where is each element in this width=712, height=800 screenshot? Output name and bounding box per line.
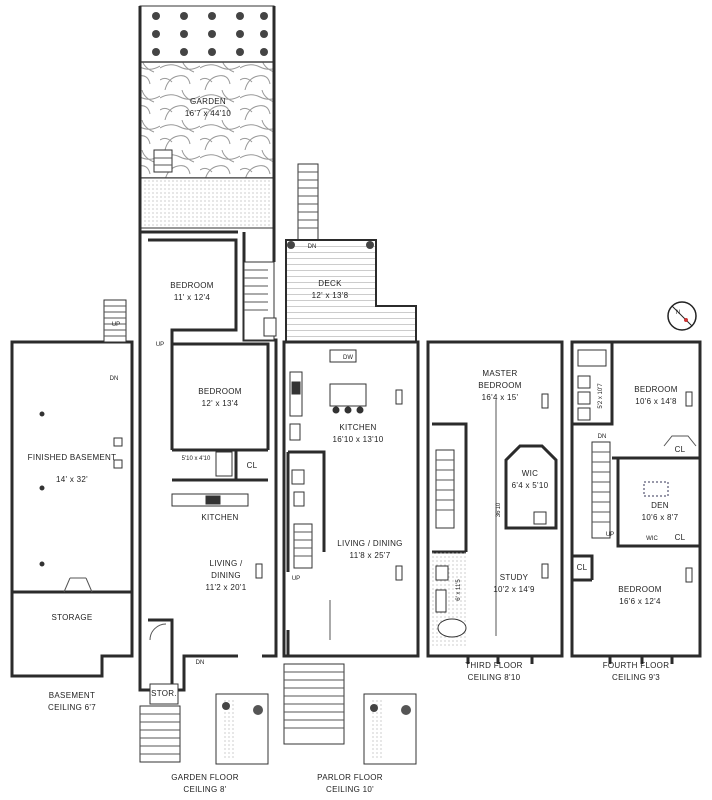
parlor-up-label: UP bbox=[292, 576, 300, 582]
master-name-2: BEDROOM bbox=[478, 381, 521, 390]
fourth-floor-tub bbox=[577, 349, 607, 367]
garden-bath-dims: 5'10 x 4'10 bbox=[182, 456, 211, 462]
garden-front-steps bbox=[139, 705, 181, 763]
garden-steps bbox=[153, 149, 173, 173]
garden-bedroom2-name: BEDROOM bbox=[198, 387, 241, 396]
fourth-floor-plan: 5'2 x 10'7 BEDROOM 10'6 x 14'8 CL DN UP … bbox=[570, 340, 702, 682]
parlor-deck-stair bbox=[297, 163, 319, 241]
wic-name: WIC bbox=[522, 469, 538, 478]
garden-floor-caption: GARDEN FLOOR bbox=[171, 773, 239, 782]
garden-planting-bed bbox=[139, 5, 275, 63]
parlor-living-dims: 11'8 x 25'7 bbox=[350, 551, 391, 560]
third-bath-dims: 6' x 11'5 bbox=[456, 579, 462, 601]
garden-tub bbox=[215, 451, 233, 477]
garden-bedroom2-dims: 12' x 13'4 bbox=[202, 399, 239, 408]
basement-caption: BASEMENT bbox=[49, 691, 95, 700]
parlor-floor-plan: DECK 12' x 13'8 DN DW KITCHEN 16'10 x 13… bbox=[282, 163, 420, 794]
den-dims: 10'6 x 8'7 bbox=[642, 513, 679, 522]
third-floor-tub bbox=[437, 618, 467, 638]
parlor-front-stoop bbox=[283, 663, 345, 745]
garden-floor-plan: GARDEN 16'7 x 44'10 BEDROOM 11' x 12'4 B… bbox=[138, 5, 278, 794]
garden-name: GARDEN bbox=[190, 97, 226, 106]
parlor-floor-caption: PARLOR FLOOR bbox=[317, 773, 383, 782]
third-total-dims: 36'10 bbox=[496, 502, 502, 517]
garden-living-name-2: DINING bbox=[211, 571, 241, 580]
garden-up-label: UP bbox=[156, 342, 164, 348]
den-name: DEN bbox=[651, 501, 669, 510]
compass-icon: N bbox=[667, 301, 697, 331]
basement-dn-label: DN bbox=[110, 376, 119, 382]
fourth-floor-stair bbox=[591, 441, 611, 539]
garden-bedroom-name: BEDROOM bbox=[170, 281, 213, 290]
garden-living-name-1: LIVING / bbox=[209, 559, 243, 568]
garden-closet-label: CL bbox=[247, 461, 258, 470]
parlor-kitchen-name: KITCHEN bbox=[339, 423, 376, 432]
storage-label: STORAGE bbox=[51, 613, 92, 622]
parlor-living-name: LIVING / DINING bbox=[337, 539, 402, 548]
dw-label: DW bbox=[343, 355, 353, 361]
kitchen-island bbox=[329, 383, 367, 407]
garden-dn-label: DN bbox=[196, 660, 205, 666]
garden-shrubs bbox=[152, 12, 268, 56]
parlor-deck bbox=[285, 239, 417, 343]
fourth-closet-c: CL bbox=[577, 563, 588, 572]
fourth-bedroom-a-dims: 10'6 x 14'8 bbox=[635, 397, 677, 406]
fourth-wic-label: WIC bbox=[646, 536, 658, 542]
skylight-icon bbox=[643, 481, 669, 497]
basement-room-dims: 14' x 32' bbox=[56, 475, 88, 484]
garden-living-dims: 11'2 x 20'1 bbox=[206, 583, 247, 592]
study-dims: 10'2 x 14'9 bbox=[493, 585, 535, 594]
parlor-interior-stair bbox=[293, 523, 313, 569]
garden-stor-label: STOR. bbox=[151, 689, 177, 698]
master-name-1: MASTER bbox=[482, 369, 517, 378]
basement-stair bbox=[103, 299, 127, 343]
garden-floor-ceiling: CEILING 8' bbox=[183, 785, 226, 794]
deck-name: DECK bbox=[318, 279, 342, 288]
third-floor-ceiling: CEILING 8'10 bbox=[468, 673, 521, 682]
third-floor-plan: 6' x 11'5 36'10 MASTER BEDROOM 16'4 x 15… bbox=[426, 340, 564, 682]
fourth-up-label: UP bbox=[606, 532, 614, 538]
third-floor-caption: THIRD FLOOR bbox=[465, 661, 523, 670]
garden-bedroom-dims: 11' x 12'4 bbox=[174, 293, 210, 302]
basement-plan: FINISHED BASEMENT 14' x 32' STORAGE UP D… bbox=[10, 299, 134, 712]
fourth-bedroom-b-dims: 16'6 x 12'4 bbox=[619, 597, 661, 606]
basement-up-label: UP bbox=[112, 322, 120, 328]
garden-dims: 16'7 x 44'10 bbox=[185, 109, 231, 118]
fourth-bedroom-a-name: BEDROOM bbox=[634, 385, 677, 394]
wic-dims: 6'4 x 5'10 bbox=[512, 481, 549, 490]
parlor-floor-ceiling: CEILING 10' bbox=[326, 785, 374, 794]
compass-label: N bbox=[676, 310, 680, 316]
basement-light-icon bbox=[39, 411, 45, 417]
fourth-closet-b: CL bbox=[675, 533, 686, 542]
basement-ceiling: CEILING 6'7 bbox=[48, 703, 96, 712]
fourth-floor-ceiling: CEILING 9'3 bbox=[612, 673, 660, 682]
fourth-bedroom-b-name: BEDROOM bbox=[618, 585, 661, 594]
outlet-icon bbox=[113, 459, 123, 469]
third-floor-stair bbox=[435, 449, 455, 529]
parlor-kitchen-dims: 16'10 x 13'10 bbox=[333, 435, 384, 444]
basement-light-icon bbox=[39, 485, 45, 491]
deck-dims: 12' x 13'8 bbox=[312, 291, 349, 300]
fourth-bath-dims: 5'2 x 10'7 bbox=[598, 383, 604, 409]
fourth-dn-label: DN bbox=[598, 434, 607, 440]
garden-kitchen-label: KITCHEN bbox=[201, 513, 238, 522]
basement-light-icon bbox=[39, 561, 45, 567]
parlor-dn-label: DN bbox=[308, 244, 317, 250]
fourth-floor-caption: FOURTH FLOOR bbox=[603, 661, 670, 670]
basement-room-name: FINISHED BASEMENT bbox=[28, 453, 117, 462]
study-name: STUDY bbox=[500, 573, 529, 582]
master-dims: 16'4 x 15' bbox=[482, 393, 519, 402]
outlet-icon bbox=[113, 437, 123, 447]
fourth-closet-a: CL bbox=[675, 445, 686, 454]
